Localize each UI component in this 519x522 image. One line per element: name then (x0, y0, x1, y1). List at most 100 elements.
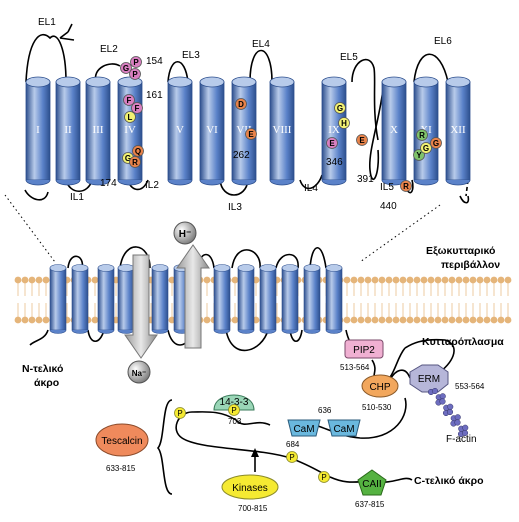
label-il2: IL2 (145, 180, 159, 191)
lipid-head (469, 276, 477, 284)
label-il1: IL1 (70, 192, 84, 203)
helix-bottom (97, 264, 115, 334)
zoom-line-left (4, 194, 56, 263)
lipid-head (343, 276, 351, 284)
residue-number-262: 262 (233, 150, 250, 161)
f-actin-filament (427, 387, 469, 438)
residue-h: H (338, 117, 350, 129)
lipid-head (252, 276, 260, 284)
phospho-site: P (174, 407, 186, 419)
loop-b6 (309, 247, 327, 269)
kinase-arrow-head (251, 448, 259, 457)
residue-g: G (334, 102, 346, 114)
cam1-label: CaM (293, 424, 314, 435)
residue-g: G (430, 137, 442, 149)
phospho-site: P (318, 471, 330, 483)
loop-b4 (231, 249, 261, 269)
residue-letter: D (238, 100, 244, 109)
lipid-head (399, 316, 407, 324)
residue-q: Q (132, 145, 144, 157)
actin-bead (461, 429, 469, 437)
residue-letter: R (419, 131, 425, 140)
label-il4: IL4 (304, 183, 318, 194)
residue-letter: P (133, 58, 139, 67)
helix-label: V (176, 124, 184, 136)
lipid-head (462, 276, 470, 284)
lipid-head (112, 316, 120, 324)
lipid-head (504, 276, 512, 284)
cam1-range: 684 (286, 440, 300, 449)
residue-d: D (235, 98, 247, 110)
lipid-head (455, 276, 463, 284)
lipid-head (490, 316, 498, 324)
helix-ix: IX (321, 76, 347, 186)
residue-letter: E (359, 136, 365, 145)
lipid-head (420, 276, 428, 284)
c-tail-b6 (317, 397, 407, 439)
residue-number-174: 174 (100, 178, 117, 189)
cam1-shape (287, 419, 321, 437)
residue-p: P (129, 68, 141, 80)
helix-label: X (390, 124, 398, 136)
lipid-head (14, 316, 22, 324)
label-el5: EL5 (340, 52, 358, 63)
residue-letter: R (132, 158, 138, 167)
glyco-el1 (59, 23, 75, 41)
chp-shape (361, 374, 399, 398)
cam2-label: CaM (333, 424, 354, 435)
residue-r: R (400, 180, 412, 192)
residue-letter: G (423, 144, 429, 153)
actin-bead (431, 387, 439, 395)
helix-label: III (93, 124, 104, 136)
helix-bottom (151, 264, 169, 334)
residue-letter: F (127, 96, 132, 105)
helix-bottom (117, 264, 135, 334)
helix-bottom (213, 264, 231, 334)
loop-el1 (25, 33, 67, 83)
cam2-range: 636 (318, 406, 332, 415)
helix-ii: II (55, 76, 81, 186)
lipid-head (378, 316, 386, 324)
lipid-head (371, 276, 379, 284)
actin-bead (439, 398, 446, 405)
label-el6: EL6 (434, 36, 452, 47)
phospho-label: P (321, 473, 326, 482)
lipid-head (434, 276, 442, 284)
actin-bead (446, 408, 454, 416)
residue-letter: F (135, 104, 140, 113)
helix-i: I (25, 76, 51, 186)
helix-label: IX (328, 124, 340, 136)
lipid-head (21, 276, 29, 284)
c-tail-b4 (404, 338, 455, 373)
residue-number-346: 346 (326, 157, 343, 168)
lipid-head (406, 316, 414, 324)
residue-number-161: 161 (146, 90, 163, 101)
n-tail-bottom (29, 329, 49, 346)
label-el1: EL1 (38, 17, 56, 28)
lipid-head (203, 316, 211, 324)
binding-partners: PIP2 513-564 CHP 510-530 ERM 553-564 F-a… (95, 339, 485, 513)
zoom-lines (4, 194, 441, 263)
cytoplasm-label: Κυτταρόπλασμα (422, 336, 504, 348)
residue-r: R (416, 129, 428, 141)
extracellular-label-line2: περιβάλλον (441, 259, 500, 271)
lipid-head (378, 276, 386, 284)
pip2-label: PIP2 (353, 345, 375, 356)
lipid-head (371, 316, 379, 324)
pip2-range: 513-564 (340, 363, 370, 372)
lipid-head (448, 276, 456, 284)
loop-el3 (167, 61, 189, 83)
lipid-head (21, 316, 29, 324)
cail-range: 637-815 (355, 500, 385, 509)
lipid-head (434, 316, 442, 324)
helix-xii: XII (445, 76, 471, 186)
n-terminal-label-line2: άκρο (34, 377, 59, 389)
helix-vi: VI (199, 76, 225, 186)
n-tail-top (24, 189, 49, 201)
residue-e: E (326, 137, 338, 149)
phospho-label: P (177, 409, 182, 418)
residue-letter: E (248, 130, 254, 139)
lipid-head (462, 316, 470, 324)
